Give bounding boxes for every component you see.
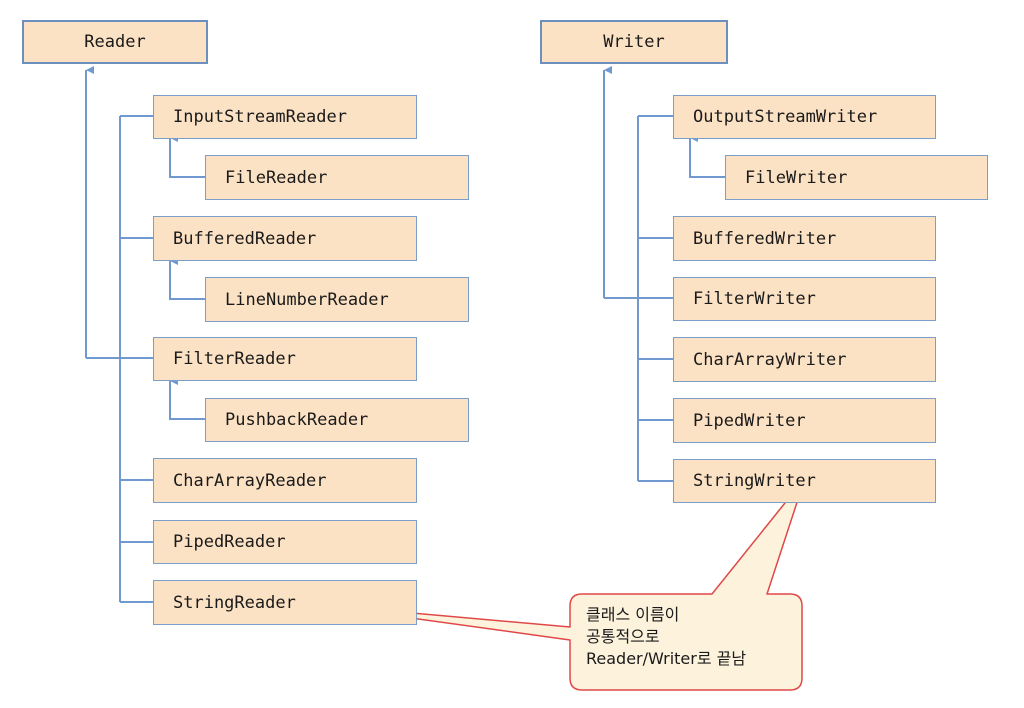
callout-note: 클래스 이름이 공통적으로 Reader/Writer로 끝남 xyxy=(572,596,800,690)
class-box-chararraywriter: CharArrayWriter xyxy=(673,337,936,382)
class-box-pushbackreader: PushbackReader xyxy=(205,398,469,442)
connector-pushbackreader-to-filterreader xyxy=(169,377,205,420)
connector-filereader-to-inputstreamreader xyxy=(169,134,205,178)
writer-root-box: Writer xyxy=(540,20,728,64)
class-box-bufferedreader: BufferedReader xyxy=(153,216,417,261)
callout-line: 클래스 이름이 xyxy=(586,605,680,624)
callout-line: Reader/Writer로 끝남 xyxy=(586,649,747,668)
connector-linenumberreader-to-bufferedreader xyxy=(169,257,205,300)
class-box-outputstreamwriter: OutputStreamWriter xyxy=(673,95,936,139)
class-box-stringreader: StringReader xyxy=(153,580,417,625)
class-box-linenumberreader: LineNumberReader xyxy=(205,277,469,322)
connector-filewriter-to-outputstreamwriter xyxy=(689,134,725,178)
callout-line: 공통적으로 xyxy=(586,627,660,646)
class-box-stringwriter: StringWriter xyxy=(673,459,936,503)
class-box-chararrayreader: CharArrayReader xyxy=(153,458,417,503)
class-box-bufferedwriter: BufferedWriter xyxy=(673,216,936,261)
class-box-filterwriter: FilterWriter xyxy=(673,277,936,321)
class-box-pipedwriter: PipedWriter xyxy=(673,398,936,443)
class-box-filterreader: FilterReader xyxy=(153,337,417,381)
class-box-filewriter: FileWriter xyxy=(725,155,988,200)
class-box-inputstreamreader: InputStreamReader xyxy=(153,95,417,139)
class-box-pipedreader: PipedReader xyxy=(153,520,417,564)
class-box-filereader: FileReader xyxy=(205,155,469,200)
reader-root-box: Reader xyxy=(22,20,208,64)
callout-bubble xyxy=(309,477,806,691)
